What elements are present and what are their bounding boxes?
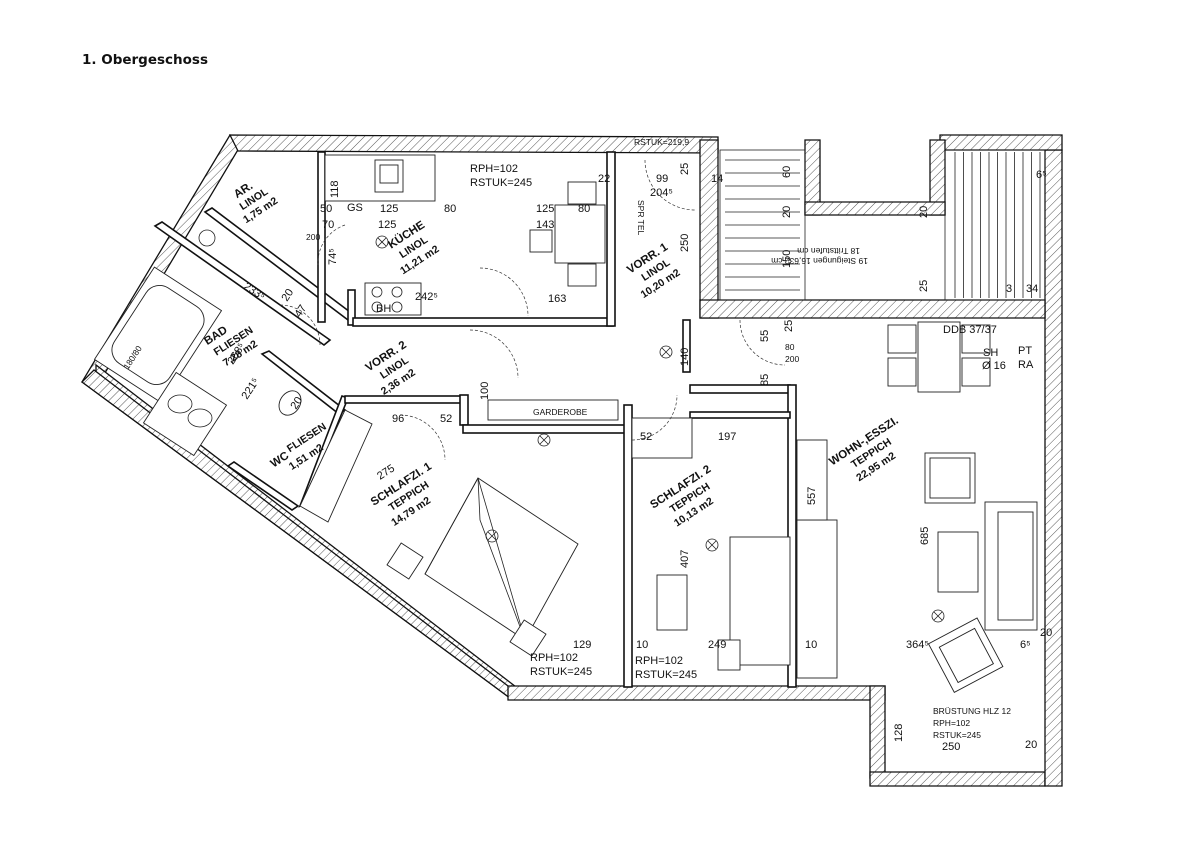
dim: 200	[785, 354, 799, 364]
dim: 125	[536, 203, 554, 215]
dim: 20	[918, 206, 930, 218]
dim: 80	[578, 203, 590, 215]
dim: 20	[1025, 739, 1037, 751]
dim: 6⁵	[1036, 169, 1047, 181]
dim: 20	[279, 287, 296, 304]
dim: 52	[640, 431, 652, 443]
dim: 10	[636, 639, 648, 651]
dim: 250	[942, 741, 960, 753]
label-bruestung: BRÜSTUNG HLZ 12	[933, 706, 1011, 716]
ceiling-light-icon	[659, 345, 673, 359]
label-rstuk-br: RSTUK=245	[933, 730, 981, 740]
label-sh: SH	[983, 347, 998, 359]
dim: 200	[306, 232, 320, 242]
label-rph-br: RPH=102	[933, 718, 970, 728]
dim: 250	[679, 234, 691, 252]
label-bh: BH	[376, 303, 391, 315]
dim: 125	[378, 219, 396, 231]
dim: 204⁵	[650, 187, 673, 199]
label-gs: GS	[347, 202, 363, 214]
label-stair-1: 19 Steigungen 16,632 cm	[771, 256, 868, 266]
dim: 47	[292, 303, 309, 320]
label-ddb: DDB 37/37	[943, 324, 997, 336]
dim: 129	[573, 639, 591, 651]
dim: 74⁵	[327, 248, 339, 265]
dim: 143	[536, 219, 554, 231]
dim: 6⁵	[1020, 639, 1031, 651]
dim: 55	[759, 330, 771, 342]
inner-walls	[153, 151, 797, 688]
staircase	[719, 149, 1046, 301]
dim: 80	[785, 342, 795, 352]
dim: 125	[380, 203, 398, 215]
dim: 163	[548, 293, 566, 305]
dim: 34	[1026, 283, 1038, 295]
dim: 118	[329, 180, 341, 198]
ceiling-light-icon	[931, 609, 945, 623]
dim: 96	[392, 413, 404, 425]
dim: 275	[375, 462, 397, 482]
label-rph-s2: RPH=102	[635, 655, 683, 667]
dim: 14	[711, 173, 723, 185]
label-stair-2: 18 Trittstufen cm	[797, 246, 860, 256]
label-rstuk-s2: RSTUK=245	[635, 669, 697, 681]
dim: 242⁵	[415, 291, 438, 303]
label-rph-kitchen: RPH=102	[470, 163, 518, 175]
label-rstuk-top: RSTUK=219,9	[634, 137, 689, 147]
dim: 50	[320, 203, 332, 215]
dim: 557	[806, 487, 818, 505]
ceiling-light-icon	[705, 538, 719, 552]
dim: 70	[322, 219, 334, 231]
dim: 20	[781, 206, 793, 218]
ceiling-light-icon	[375, 235, 389, 249]
dim: 197	[718, 431, 736, 443]
page-title: 1. Obergeschoss	[82, 52, 208, 68]
dim: 52	[440, 413, 452, 425]
dim: 25	[679, 163, 691, 175]
dim: 100	[479, 382, 491, 400]
dim: 249	[708, 639, 726, 651]
label-garderobe: GARDEROBE	[533, 407, 588, 417]
dim: 150	[781, 250, 793, 268]
dim: 85	[759, 374, 771, 386]
label-diameter: Ø 16	[982, 360, 1006, 372]
dim: 221⁵	[239, 376, 262, 402]
dim: 25	[918, 280, 930, 292]
furniture	[93, 154, 1038, 694]
room-wc-name: WC	[269, 450, 292, 471]
dim: 128	[893, 724, 905, 742]
dim: 20	[1040, 627, 1052, 639]
label-rstuk-kitchen: RSTUK=245	[470, 177, 532, 189]
dim: 685	[919, 527, 931, 545]
dim: 25	[783, 320, 795, 332]
label-spr-tel: SPR TEL	[636, 200, 646, 236]
dim: 80	[444, 203, 456, 215]
label-rph-s1: RPH=102	[530, 652, 578, 664]
dim: 99	[656, 173, 668, 185]
label-ra: RA	[1018, 359, 1034, 371]
dim: 3	[1006, 283, 1012, 295]
dim: 60	[781, 166, 793, 178]
label-pt: PT	[1018, 345, 1032, 357]
ceiling-light-icon	[537, 433, 551, 447]
dim: 22	[598, 173, 610, 185]
dim: 20	[288, 395, 305, 412]
door-swings	[279, 159, 786, 461]
label-rstuk-s1: RSTUK=245	[530, 666, 592, 678]
dim: 407	[679, 550, 691, 568]
dim: 364⁵	[906, 639, 929, 651]
dim: 10	[805, 639, 817, 651]
annotations: GARDEROBE RPH=102 RSTUK=245 RSTUK=219,9 …	[121, 137, 1034, 740]
dim: 140	[679, 348, 691, 366]
